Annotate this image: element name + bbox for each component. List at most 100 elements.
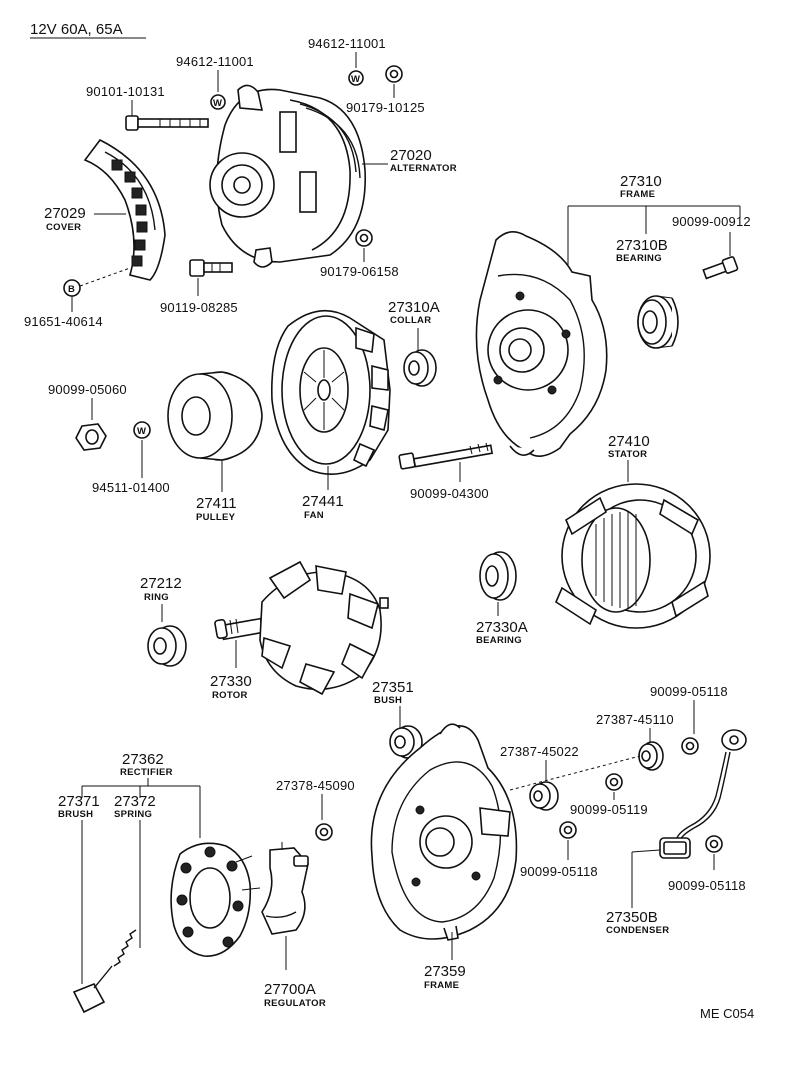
label-27350b: 27350B xyxy=(606,909,658,926)
nut-90099-05119 xyxy=(605,773,623,791)
desc-27371: BRUSH xyxy=(58,809,93,820)
pulley-27411 xyxy=(167,371,263,461)
desc-27410: STATOR xyxy=(608,449,647,460)
brush-27371 xyxy=(72,965,113,1014)
label-90119-08285: 90119-08285 xyxy=(160,300,238,315)
desc-27310a: COLLAR xyxy=(390,315,431,326)
bolt-90099-04300 xyxy=(398,442,494,470)
insulator-27387-45110 xyxy=(638,741,664,771)
frame-27310 xyxy=(475,231,608,457)
label-27310: 27310 xyxy=(620,173,662,190)
leader-27350b-h xyxy=(631,849,661,853)
spring-27372 xyxy=(113,929,137,967)
nut-90099-05118-mid xyxy=(559,821,577,839)
desc-27310: FRAME xyxy=(620,189,655,200)
label-27020: 27020 xyxy=(390,147,432,164)
desc-27029: COVER xyxy=(46,222,81,233)
label-27700a: 27700A xyxy=(264,981,316,998)
label-27362: 27362 xyxy=(122,751,164,768)
nut-90099-05060 xyxy=(75,423,107,451)
rectifier-27362 xyxy=(170,842,261,957)
washer-w-94511: W xyxy=(133,421,151,439)
nut-90099-05118-bottom xyxy=(705,835,723,853)
stator-27410 xyxy=(554,483,711,629)
label-27351: 27351 xyxy=(372,679,414,696)
desc-27351: BUSH xyxy=(374,695,402,706)
bolt-90101-10131 xyxy=(125,115,209,131)
nut-90179-10125 xyxy=(385,65,403,83)
bolt-90119-08285 xyxy=(189,259,233,277)
label-90099-05060: 90099-05060 xyxy=(48,382,127,397)
pin-b-91651: B xyxy=(63,279,81,297)
collar-27310a xyxy=(403,349,437,387)
washer-w-left: W xyxy=(210,94,226,110)
fan-27441 xyxy=(271,309,391,476)
diagram-code: ME C054 xyxy=(700,1006,754,1021)
label-27387-45110: 27387-45110 xyxy=(596,712,674,727)
label-91651-40614: 91651-40614 xyxy=(24,314,103,329)
bearing-27330a xyxy=(479,551,517,601)
label-94511-01400: 94511-01400 xyxy=(92,480,170,495)
nut-90099-05118-top xyxy=(681,737,699,755)
alternator-27020 xyxy=(209,84,367,268)
bolt-90099-00912 xyxy=(702,256,739,280)
desc-27212: RING xyxy=(144,592,169,603)
label-27310b: 27310B xyxy=(616,237,668,254)
diagram-title: 12V 60A, 65A xyxy=(30,21,123,38)
cover-27029 xyxy=(83,138,166,281)
label-27410: 27410 xyxy=(608,433,650,450)
svg-text:W: W xyxy=(351,74,360,85)
label-94612-11001-right: 94612-11001 xyxy=(308,36,386,51)
desc-27362: RECTIFIER xyxy=(120,767,173,778)
label-90099-05118-bottom: 90099-05118 xyxy=(668,878,746,893)
desc-27020: ALTERNATOR xyxy=(390,163,457,174)
desc-27700a: REGULATOR xyxy=(264,998,326,1009)
desc-27359: FRAME xyxy=(424,980,459,991)
label-27359: 27359 xyxy=(424,963,466,980)
label-27441: 27441 xyxy=(302,493,344,510)
label-27310a: 27310A xyxy=(388,299,440,316)
ring-27212 xyxy=(147,625,187,667)
rotor-27330 xyxy=(214,560,389,696)
label-27387-45022: 27387-45022 xyxy=(500,744,579,759)
washer-w-right: W xyxy=(348,70,364,86)
label-94612-11001-left: 94612-11001 xyxy=(176,54,254,69)
desc-27441: FAN xyxy=(304,510,324,521)
svg-text:W: W xyxy=(213,98,222,109)
nut-90179-06158 xyxy=(355,229,373,247)
insulator-27387-45022 xyxy=(529,781,559,811)
label-90179-10125: 90179-10125 xyxy=(346,100,425,115)
desc-27411: PULLEY xyxy=(196,512,236,523)
desc-27350b: CONDENSER xyxy=(606,925,669,936)
bearing-27310b xyxy=(637,295,679,349)
svg-text:W: W xyxy=(137,426,146,437)
label-90099-04300: 90099-04300 xyxy=(410,486,489,501)
label-27378-45090: 27378-45090 xyxy=(276,778,355,793)
regulator-27700a xyxy=(261,842,309,935)
bush-27378-45090 xyxy=(315,823,333,841)
label-90101-10131: 90101-10131 xyxy=(86,84,165,99)
label-27212: 27212 xyxy=(140,575,182,592)
label-27330: 27330 xyxy=(210,673,252,690)
label-27372: 27372 xyxy=(114,793,156,810)
bush-27351 xyxy=(389,725,423,759)
desc-27310b: BEARING xyxy=(616,253,662,264)
frame-27359 xyxy=(370,723,518,941)
label-27029: 27029 xyxy=(44,205,86,222)
label-27411: 27411 xyxy=(196,495,237,512)
desc-27372: SPRING xyxy=(114,809,152,820)
desc-27330: ROTOR xyxy=(212,690,248,701)
svg-text:B: B xyxy=(68,284,75,295)
leader-91651-dashed xyxy=(79,267,131,287)
label-90099-00912: 90099-00912 xyxy=(672,214,751,229)
label-27371: 27371 xyxy=(58,793,100,810)
label-90099-05119: 90099-05119 xyxy=(570,802,648,817)
desc-27330a: BEARING xyxy=(476,635,522,646)
label-90179-06158: 90179-06158 xyxy=(320,264,399,279)
leader-terminal-dashed xyxy=(509,755,641,791)
label-90099-05118-mid: 90099-05118 xyxy=(520,864,598,879)
label-90099-05118-top: 90099-05118 xyxy=(650,684,728,699)
label-27330a: 27330A xyxy=(476,619,528,636)
